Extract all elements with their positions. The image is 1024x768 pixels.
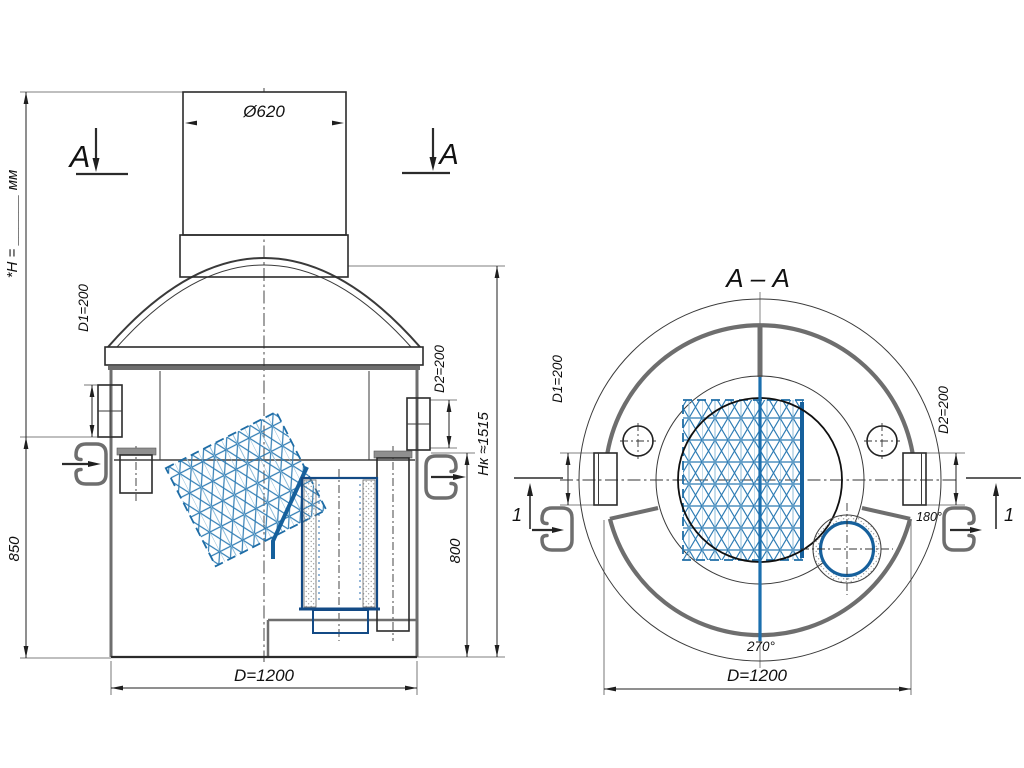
inlet-pipe-plan — [593, 452, 618, 506]
outlet-dn-dim: D2=200 — [432, 345, 447, 393]
inlet-dn-dim: D1=200 — [76, 284, 91, 332]
lifting-eye-right — [864, 423, 900, 459]
outlet-dn-dim: D2=200 — [936, 386, 951, 434]
mesh-basket — [164, 410, 328, 568]
body-diameter-dim: D=1200 — [234, 666, 295, 685]
neck-diameter-dim: Ø620 — [242, 102, 285, 121]
neck — [182, 91, 347, 236]
section-letter: А — [437, 139, 458, 171]
front-view: А А *Н = ______ мм 850 — [4, 88, 505, 695]
tank-shell — [104, 91, 424, 659]
dome-arc — [107, 257, 421, 348]
inlet-flow-icon — [532, 506, 574, 552]
dome-inner-arc — [116, 264, 412, 348]
filter-cartridge — [299, 476, 380, 634]
outlet-pipe-plan — [902, 452, 927, 506]
outlet-flow-icon — [942, 506, 982, 552]
body-diameter-dim: D=1200 — [727, 666, 788, 685]
inlet-flow-icon — [62, 442, 108, 486]
section-title: А – А — [724, 263, 790, 293]
body-height-dim: Нк ≈1515 — [475, 412, 492, 476]
outlet-flow-icon — [424, 454, 466, 500]
section-view: 1 1 А – А D1=200 D2=200 180° 270° D=1200 — [512, 263, 1021, 695]
section-cut-marker-right: А — [402, 128, 459, 175]
lifting-eye-left — [620, 423, 656, 459]
mesh-basket-plan — [682, 399, 804, 561]
outlet-angle-label: 180° — [916, 510, 942, 524]
outlet-pipe — [406, 397, 431, 451]
inlet-pipe — [97, 384, 123, 438]
basket-support-plate — [271, 466, 309, 559]
section-letter: А — [68, 139, 91, 174]
detail-number: 1 — [1004, 505, 1014, 525]
baffle-notch-right — [861, 506, 911, 521]
outlet-height-dim: 800 — [447, 538, 464, 564]
inlet-height-dim: 850 — [6, 536, 23, 562]
arrowheads — [565, 453, 959, 692]
baffle-notch-left — [609, 506, 659, 521]
extension-lines — [20, 91, 505, 695]
neck-collar — [179, 234, 349, 278]
section-cut-marker-left: А — [68, 128, 128, 176]
bottom-angle-label: 270° — [746, 639, 776, 654]
detail-marker-left: 1 — [512, 477, 563, 529]
flange-ring — [104, 346, 424, 366]
detail-number: 1 — [512, 505, 522, 525]
arrowheads — [23, 92, 500, 691]
overall-height-note: *Н = ______ мм — [4, 170, 21, 279]
inlet-drop-pipe — [119, 454, 153, 494]
inlet-dn-dim: D1=200 — [550, 355, 565, 403]
ring-filter — [801, 503, 893, 595]
detail-marker-right: 1 — [966, 477, 1021, 529]
extension-lines — [560, 452, 965, 695]
